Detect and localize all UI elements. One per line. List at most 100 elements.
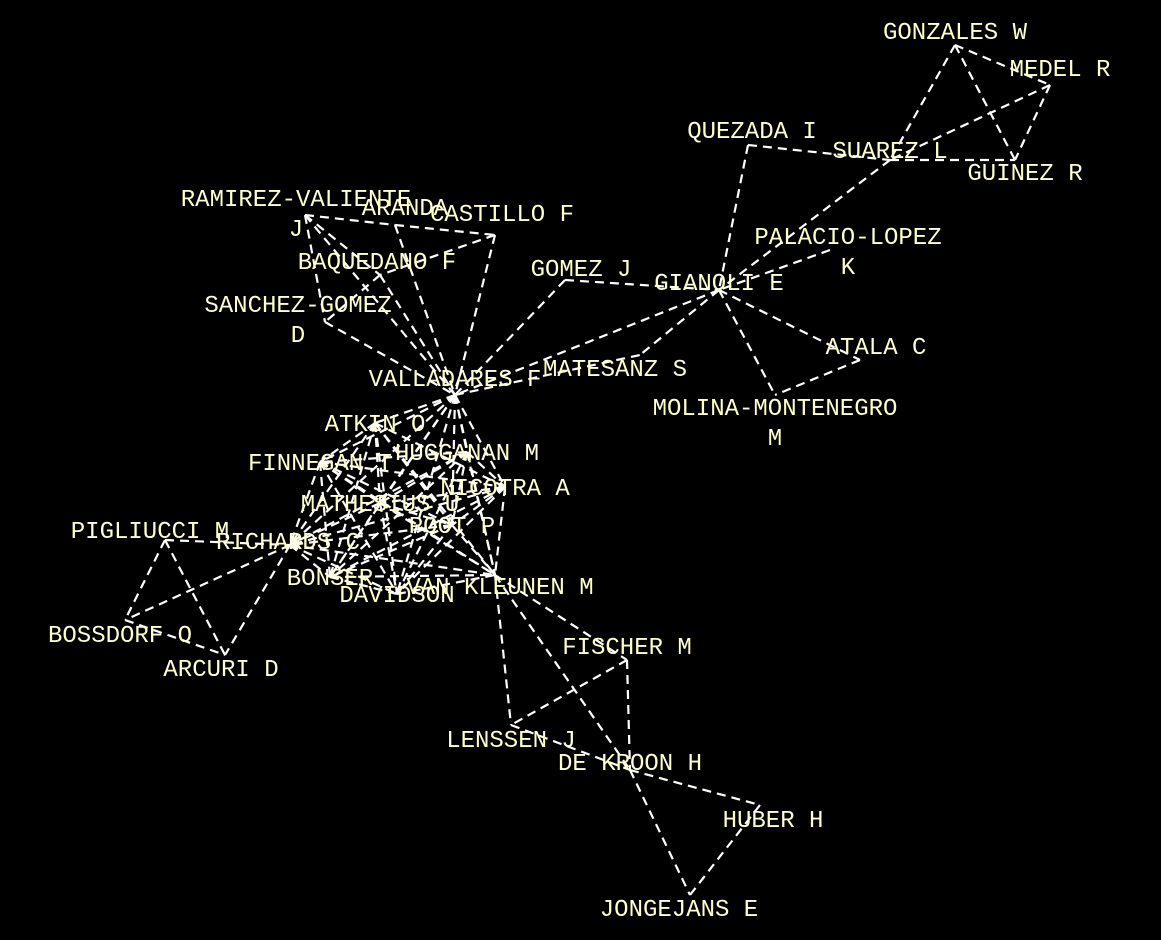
node-label-line: PALACIO-LOPEZ: [754, 225, 941, 252]
edge-dekroon-huber: [629, 768, 761, 807]
edge-atkin-finnegan: [319, 422, 376, 463]
edge-finnegan-nicotra: [319, 460, 506, 489]
node-label-guinez: GUINEZ R: [967, 161, 1082, 188]
node-label-line: D: [291, 323, 305, 350]
node-label-line: LENSSEN J: [446, 728, 576, 755]
edge-mathesius-vankleunen: [379, 502, 496, 576]
edge-finnegan-bonser: [318, 461, 332, 578]
node-label-finnegan: FINNEGAN T: [248, 451, 392, 478]
edge-baquedano-sanchez: [324, 274, 381, 323]
node-label-line: HUGGANAN M: [395, 441, 539, 468]
edge-gomez-gianoli: [564, 278, 720, 292]
node-label-line: DAVIDSON: [339, 583, 454, 610]
edge-atkin-vankleunen: [374, 422, 496, 576]
node-label-line: RICHARDS C: [216, 530, 360, 557]
node-label-line: DE KROON H: [558, 751, 702, 778]
node-label-line: SANCHEZ-GOMEZ: [204, 293, 391, 320]
edge-mathesius-poot: [379, 501, 453, 527]
node-label-suarez: SUAREZ L: [832, 139, 947, 166]
edge-gianoli-molina: [718, 289, 776, 396]
edge-vankleunen-fischer: [494, 574, 628, 661]
edge-poot-bonser: [329, 523, 453, 579]
node-label-line: JONGEJANS E: [600, 897, 758, 924]
node-label-line: POOT P: [409, 514, 495, 541]
edge-gianoli-atala: [718, 289, 861, 361]
edge-quezada-gianoli: [717, 144, 750, 291]
edge-castillo-valladares: [453, 234, 497, 396]
node-label-line: NICOTRA A: [440, 476, 570, 503]
node-label-quezada: QUEZADA I: [687, 119, 817, 146]
node-label-gianoli: GIANOLI E: [654, 271, 784, 298]
node-label-line: ARCURI D: [163, 657, 278, 684]
node-label-pigliucci: PIGLIUCCI M: [71, 519, 229, 546]
edge-bonser-vankleunen: [329, 573, 496, 579]
edge-nicotra-mathesius: [379, 485, 506, 505]
edge-richards-vankleunen: [289, 543, 496, 577]
node-label-line: VAN KLEUNEN M: [406, 575, 593, 602]
edge-huqganan-richards: [289, 451, 468, 546]
node-label-line: MATESANZ S: [543, 357, 687, 384]
node-label-richards: RICHARDS C: [216, 530, 360, 557]
node-label-palacio: PALACIO-LOPEZ K: [754, 225, 941, 282]
edge-gonzales-suarez: [889, 44, 956, 161]
edge-poot-vankleunen: [451, 524, 496, 576]
edge-huber-jongejans: [689, 804, 761, 896]
edge-fischer-dekroon: [625, 659, 632, 771]
node-label-lenssen: LENSSEN J: [446, 728, 576, 755]
edge-finnegan-davidson: [319, 461, 398, 595]
node-label-line: GIANOLI E: [654, 271, 784, 298]
node-label-line: ARANDA: [362, 196, 449, 223]
node-label-line: CASTILLO F: [430, 202, 574, 229]
edge-ramirez-valladares: [304, 214, 456, 396]
edge-sanchez-valladares: [324, 321, 456, 396]
edge-quezada-suarez: [747, 143, 891, 162]
node-label-line: PIGLIUCCI M: [71, 519, 229, 546]
node-label-line: ATKIN O: [325, 412, 426, 439]
node-label-matesanz: MATESANZ S: [543, 357, 687, 384]
node-label-line: MEDEL R: [1010, 57, 1111, 84]
label-layer: GONZALES W MEDEL R QUEZADA I SUAREZ L GUINEZ…: [48, 20, 1110, 924]
node-label-line: ATALA C: [826, 335, 927, 362]
edge-fischer-lenssen: [510, 659, 628, 726]
edge-medel-guinez: [1014, 84, 1051, 161]
node-label-line: RAMIREZ-VALIENTE: [181, 187, 411, 214]
node-label-dekroon: DE KROON H: [558, 751, 702, 778]
node-label-sanchez: SANCHEZ-GOMEZ D: [204, 293, 391, 350]
node-label-huber: HUBER H: [723, 808, 824, 835]
node-label-line: GOMEZ J: [531, 257, 632, 284]
node-label-line: GONZALES W: [883, 20, 1028, 47]
edge-richards-bossdorf: [124, 543, 291, 622]
node-label-poot: POOT P: [409, 514, 495, 541]
edge-gonzales-medel: [954, 43, 1051, 87]
node-label-line: GUINEZ R: [967, 161, 1082, 188]
edge-nicotra-richards: [289, 485, 506, 547]
edge-pigliucci-richards: [164, 538, 291, 547]
edge-huqganan-finnegan: [319, 450, 468, 464]
edge-aranda-valladares: [393, 224, 457, 396]
edge-atkin-davidson: [373, 422, 399, 595]
edge-valladares-nicotra: [454, 394, 506, 488]
node-label-line: FISCHER M: [562, 635, 692, 662]
node-label-line: QUEZADA I: [687, 119, 817, 146]
node-label-line: MOLINA-MONTENEGRO: [653, 396, 898, 423]
node-label-valladares: VALLADARES F: [369, 367, 542, 394]
edge-vankleunen-dekroon: [494, 574, 631, 771]
edge-mathesius-richards: [289, 502, 381, 546]
edge-valladares-matesanz: [454, 353, 641, 397]
node-label-line: K: [841, 255, 856, 282]
edge-atkin-richards: [289, 422, 376, 546]
edge-finnegan-poot: [319, 461, 453, 526]
edge-huqganan-poot: [450, 451, 469, 526]
node-label-aranda: ARANDA: [362, 196, 449, 223]
edge-ramirez-sanchez: [303, 214, 327, 323]
node-label-atala: ATALA C: [826, 335, 927, 362]
edge-huqganan-davidson: [396, 451, 468, 595]
node-label-arcuri: ARCURI D: [163, 657, 278, 684]
edge-huqganan-vankleunen: [465, 451, 497, 576]
node-label-line: VALLADARES F: [369, 367, 542, 394]
node-label-huqganan: HUGGANAN M: [395, 441, 539, 468]
edge-gianoli-matesanz: [639, 289, 720, 356]
edge-ramirez-baquedano: [304, 214, 381, 276]
edge-richards-bonser: [289, 544, 331, 578]
